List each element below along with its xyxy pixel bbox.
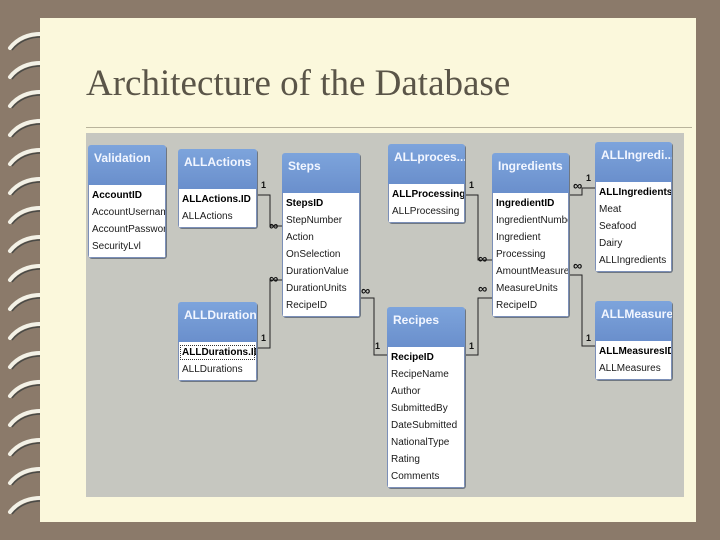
table-field[interactable]: DateSubmitted xyxy=(391,420,458,431)
relationship-diagram: ValidationAccountIDAccountUsernameAccoun… xyxy=(86,133,684,497)
field-list: IngredientID IngredientNumberIngredientPr… xyxy=(492,193,569,317)
table-field[interactable]: DurationValue xyxy=(286,266,349,277)
table-field[interactable]: ALLActions xyxy=(182,211,233,222)
table-field[interactable]: StepNumber xyxy=(286,215,343,226)
table-field[interactable]: AmountMeasure xyxy=(496,266,568,277)
cardinality-one: 1 xyxy=(375,341,381,351)
field-list: AccountID AccountUsernameAccountPasswordS… xyxy=(88,185,166,258)
cardinality-one: 1 xyxy=(469,180,475,190)
cardinality-many: ∞ xyxy=(478,251,488,266)
field-list: ALLMeasuresID ALLMeasures xyxy=(595,341,672,380)
relationship-line[interactable] xyxy=(569,274,595,347)
cardinality-many: ∞ xyxy=(573,258,583,273)
page-title: Architecture of the Database xyxy=(86,63,511,104)
cardinality-one: 1 xyxy=(586,333,592,343)
table-field[interactable]: ALLProcessing xyxy=(392,206,460,217)
table-field[interactable]: DurationUnits xyxy=(286,283,347,294)
primary-key-field[interactable]: IngredientID xyxy=(496,198,555,209)
primary-key-field[interactable]: ALLIngredientsID xyxy=(599,187,671,198)
cardinality-many: ∞ xyxy=(269,218,279,233)
table-ingredients[interactable]: IngredientsIngredientIDIngredientNumberI… xyxy=(492,153,569,317)
table-field[interactable]: AccountPassword xyxy=(92,224,165,235)
cardinality-many: ∞ xyxy=(478,281,488,296)
field-list: ALLDurations.ID ALLDurations xyxy=(178,342,257,381)
table-field[interactable]: Ingredient xyxy=(496,232,541,243)
table-title[interactable]: ALLproces... xyxy=(388,144,465,184)
primary-key-field[interactable]: ALLActions.ID xyxy=(182,194,251,205)
table-allingredients[interactable]: ALLIngredi... ALLIngredientsID MeatSeafood… xyxy=(595,142,672,272)
table-field[interactable]: Author xyxy=(391,386,421,397)
table-title[interactable]: ALLDurations xyxy=(178,302,257,342)
primary-key-field[interactable]: ALLProcessingID xyxy=(392,189,464,200)
table-title[interactable]: ALLActions xyxy=(178,149,257,189)
title-divider xyxy=(86,127,692,128)
table-field[interactable]: ALLDurations xyxy=(182,364,243,375)
table-title[interactable]: Validation xyxy=(88,145,166,185)
table-allprocessing[interactable]: ALLproces... ALLProcessingID ALLProcessing xyxy=(388,144,465,223)
table-title[interactable]: Steps xyxy=(282,153,360,193)
table-field[interactable]: Processing xyxy=(496,249,546,260)
table-title[interactable]: Ingredients xyxy=(492,153,569,193)
table-validation[interactable]: ValidationAccountIDAccountUsernameAccoun… xyxy=(88,145,166,258)
cardinality-many: ∞ xyxy=(269,271,279,286)
field-list: ALLIngredientsID MeatSeafoodDairyALLIngre… xyxy=(595,182,672,272)
table-title[interactable]: ALLIngredi... xyxy=(595,142,672,182)
table-field[interactable]: RecipeID xyxy=(496,300,538,311)
table-field[interactable]: SecurityLvl xyxy=(92,241,141,252)
table-field[interactable]: MeasureUnits xyxy=(496,283,558,294)
table-field[interactable]: Rating xyxy=(391,454,420,465)
primary-key-field[interactable]: RecipeID xyxy=(391,352,434,363)
relationship-line[interactable] xyxy=(257,194,282,227)
cardinality-one: 1 xyxy=(586,173,592,183)
cardinality-many: ∞ xyxy=(361,283,371,298)
relationship-line[interactable] xyxy=(360,297,387,356)
relationship-line[interactable] xyxy=(257,279,282,349)
cardinality-many: ∞ xyxy=(573,178,583,193)
cardinality-one: 1 xyxy=(469,341,475,351)
primary-key-field[interactable]: StepsID xyxy=(286,198,324,209)
field-list: ALLProcessingID ALLProcessing xyxy=(388,184,465,223)
table-title[interactable]: Recipes xyxy=(387,307,465,347)
table-field[interactable]: ALLIngredients xyxy=(599,255,667,266)
table-field[interactable]: Seafood xyxy=(599,221,637,232)
relationship-line[interactable] xyxy=(465,194,492,261)
table-title[interactable]: ALLMeasures xyxy=(595,301,672,341)
primary-key-field[interactable]: AccountID xyxy=(92,190,142,201)
table-field[interactable]: Dairy xyxy=(599,238,623,249)
primary-key-field[interactable]: ALLDurations.ID xyxy=(179,344,256,361)
field-list: ALLActions.ID ALLActions xyxy=(178,189,257,228)
relationship-line[interactable] xyxy=(465,297,492,356)
table-field[interactable]: IngredientNumber xyxy=(496,215,568,226)
table-field[interactable]: Comments xyxy=(391,471,440,482)
table-field[interactable]: RecipeID xyxy=(286,300,328,311)
primary-key-field[interactable]: ALLMeasuresID xyxy=(599,346,671,357)
table-field[interactable]: RecipeName xyxy=(391,369,449,380)
table-field[interactable]: SubmittedBy xyxy=(391,403,448,414)
table-field[interactable]: OnSelection xyxy=(286,249,341,260)
table-field[interactable]: NationalType xyxy=(391,437,450,448)
table-field[interactable]: Action xyxy=(286,232,314,243)
table-field[interactable]: Meat xyxy=(599,204,622,215)
table-field[interactable]: AccountUsername xyxy=(92,207,165,218)
cardinality-one: 1 xyxy=(261,180,267,190)
table-field[interactable]: ALLMeasures xyxy=(599,363,661,374)
relationship-lines xyxy=(257,187,595,356)
relationship-line[interactable] xyxy=(569,187,595,196)
cardinality-one: 1 xyxy=(261,333,267,343)
